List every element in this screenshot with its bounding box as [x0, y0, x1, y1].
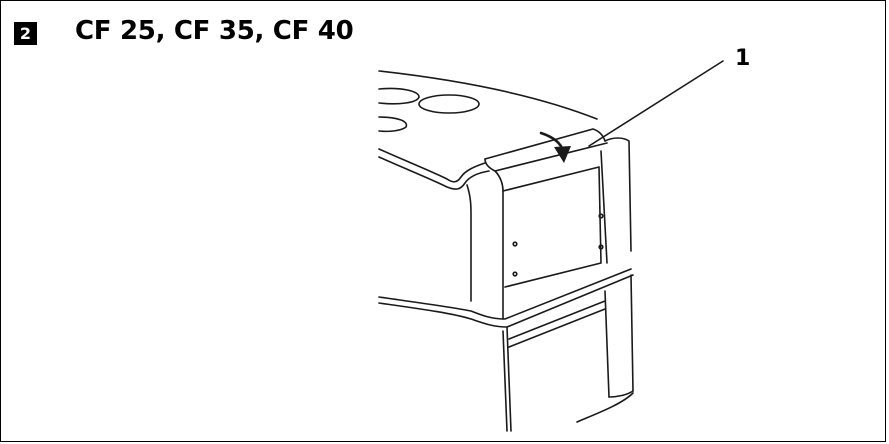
screw — [598, 244, 604, 250]
housing-seam — [378, 268, 634, 328]
callout-label-1: 1 — [735, 46, 750, 71]
curved-arrow-icon — [539, 131, 571, 163]
lid-port-left — [378, 87, 420, 105]
screw — [512, 241, 518, 247]
figure-number-badge: 2 — [14, 22, 37, 45]
printer-lid — [378, 70, 598, 190]
lid-port-middle — [418, 94, 480, 114]
screw — [512, 271, 518, 277]
lid-port-lower — [378, 116, 408, 133]
screw — [598, 213, 604, 219]
callout-leader-line — [588, 60, 724, 147]
printer-lower-housing — [502, 274, 634, 432]
printer-front-housing — [466, 128, 632, 320]
figure-title: CF 25, CF 35, CF 40 — [75, 16, 354, 46]
